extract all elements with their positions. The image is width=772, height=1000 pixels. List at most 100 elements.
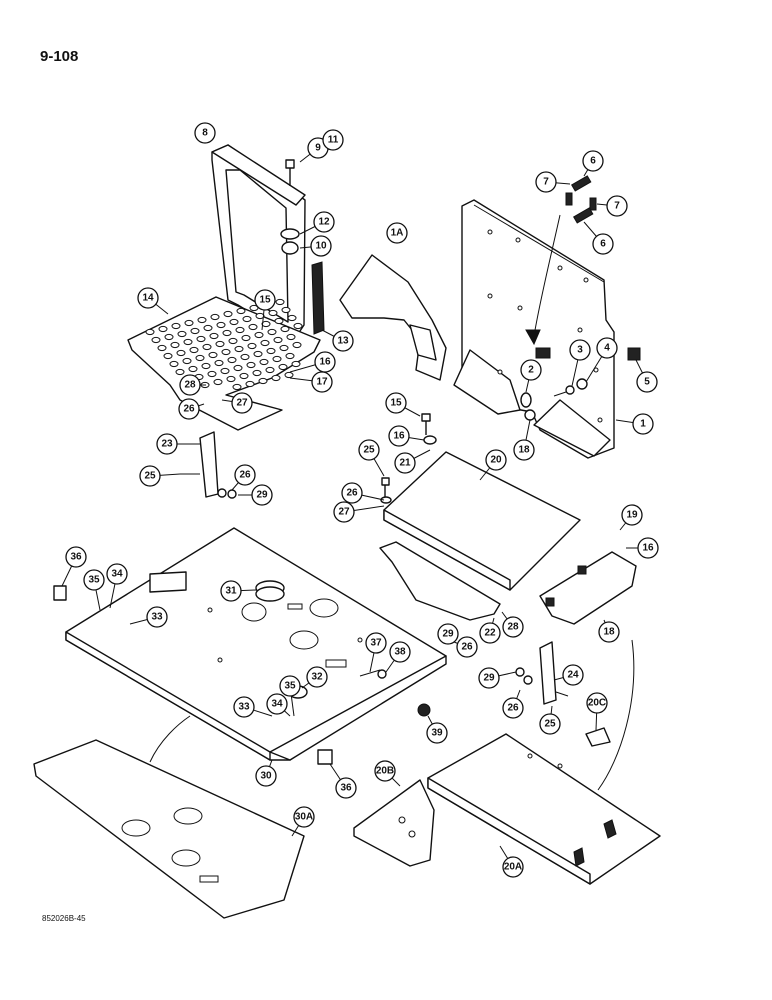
perforation-hole <box>261 320 271 328</box>
perforation-hole <box>171 322 181 330</box>
callout-label: 11 <box>328 135 339 146</box>
perforation-hole <box>177 330 187 338</box>
callout-36: 36 <box>335 777 357 799</box>
callout-18: 18 <box>513 439 535 461</box>
callout-circle <box>592 233 614 255</box>
perforation-hole <box>293 322 303 330</box>
callout-28: 28 <box>502 616 524 638</box>
perforation-hole <box>207 370 217 378</box>
callout-circle <box>582 150 604 172</box>
callout-circle <box>194 122 216 144</box>
callout-label: 26 <box>346 488 358 499</box>
part-20b-plate <box>353 779 435 867</box>
perforation-hole <box>209 332 219 340</box>
callout-label: 3 <box>577 345 583 356</box>
perforation-hole <box>220 367 230 375</box>
perforation-hole <box>229 318 239 326</box>
callout-label: 2 <box>528 365 534 376</box>
callout-label: 35 <box>284 681 296 692</box>
perforation-hole <box>265 366 275 374</box>
callout-label: 37 <box>370 638 382 649</box>
callout-circle <box>502 697 524 719</box>
callout-28: 28 <box>179 374 201 396</box>
callout-29: 29 <box>251 484 273 506</box>
callout-circle <box>385 392 407 414</box>
perforation-hole <box>247 342 257 350</box>
callout-circle <box>586 692 608 714</box>
callout-20a: 20A <box>502 856 524 878</box>
callout-circle <box>365 632 387 654</box>
perforation-hole <box>273 336 283 344</box>
perforation-hole <box>227 356 237 364</box>
callout-36: 36 <box>65 546 87 568</box>
callout-label: 17 <box>316 377 328 388</box>
callout-label: 19 <box>626 510 638 521</box>
callout-39: 39 <box>426 722 448 744</box>
callout-label: 1 <box>640 419 646 430</box>
callout-circle <box>255 765 277 787</box>
perforation-hole <box>175 368 185 376</box>
perforation-hole <box>248 323 258 331</box>
perforation-hole <box>232 383 242 391</box>
callout-label: 13 <box>337 336 349 347</box>
callout-31: 31 <box>220 580 242 602</box>
part-30a-lower-plate <box>33 739 305 919</box>
part-1-main-panel <box>453 199 615 459</box>
callout-circle <box>322 129 344 151</box>
callout-label: 23 <box>161 439 173 450</box>
perforation-hole <box>291 360 301 368</box>
callout-20c: 20C <box>586 692 608 714</box>
callout-label: 12 <box>318 217 330 228</box>
part-36-clip-lower <box>317 749 333 765</box>
callout-35: 35 <box>279 675 301 697</box>
callout-34: 34 <box>106 563 128 585</box>
perforation-hole <box>223 310 233 318</box>
callout-label: 26 <box>461 642 473 653</box>
callout-circle <box>502 856 524 878</box>
callout-12: 12 <box>313 211 335 233</box>
callout-label: 20C <box>588 698 606 709</box>
perforation-hole <box>201 362 211 370</box>
callout-24: 24 <box>562 664 584 686</box>
perforation-hole <box>145 328 155 336</box>
callout-circle <box>335 777 357 799</box>
callout-16: 16 <box>314 351 336 373</box>
perforation-hole <box>208 351 218 359</box>
perforation-hole <box>236 307 246 315</box>
callout-circle <box>333 501 355 523</box>
perforation-hole <box>203 324 213 332</box>
perforation-hole <box>271 374 281 382</box>
callout-label: 29 <box>442 629 454 640</box>
perforation-hole <box>233 364 243 372</box>
part-20c-clip <box>585 727 611 747</box>
callout-circle <box>569 339 591 361</box>
callout-circle <box>386 222 408 244</box>
perforation-hole <box>202 343 212 351</box>
callout-26: 26 <box>234 464 256 486</box>
callout-26: 26 <box>341 482 363 504</box>
callout-label: 18 <box>603 627 615 638</box>
page-number: 9-108 <box>40 48 79 65</box>
callout-label: 20B <box>376 766 394 777</box>
perforation-hole <box>176 349 186 357</box>
callout-circle <box>606 195 628 217</box>
callout-19: 19 <box>621 504 643 526</box>
callout-23: 23 <box>156 433 178 455</box>
callout-label: 36 <box>70 552 82 563</box>
callout-label: 16 <box>319 357 331 368</box>
part-22-bracket <box>379 541 501 621</box>
callout-27: 27 <box>333 501 355 523</box>
callout-16: 16 <box>388 425 410 447</box>
callout-33: 33 <box>146 606 168 628</box>
perforation-hole <box>164 333 174 341</box>
callout-label: 22 <box>484 628 496 639</box>
perforation-hole <box>280 325 290 333</box>
callout-circle <box>456 636 478 658</box>
callout-17: 17 <box>311 371 333 393</box>
perforation-hole <box>281 306 291 314</box>
callout-1a: 1A <box>386 222 408 244</box>
callout-circle <box>598 621 620 643</box>
callout-circle <box>254 289 276 311</box>
